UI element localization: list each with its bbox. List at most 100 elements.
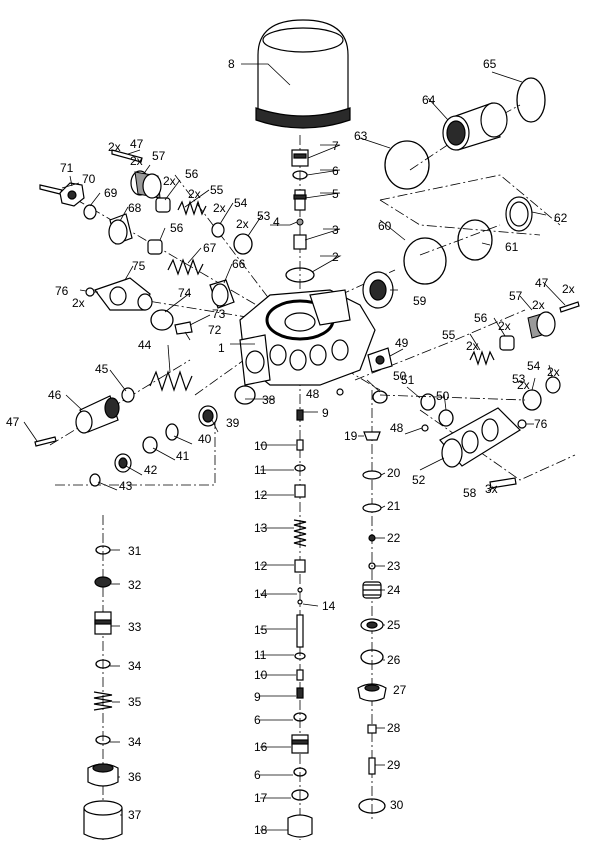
callout-55-left: 55 xyxy=(210,183,224,197)
callout-32: 32 xyxy=(128,578,142,592)
qty-54-right: 2x xyxy=(547,365,560,379)
callout-43: 43 xyxy=(119,479,133,493)
part-15-plunger xyxy=(296,614,304,648)
callout-53-left: 53 xyxy=(257,209,271,223)
part-34-o-ring-top xyxy=(95,659,111,669)
callout-14-left: 14 xyxy=(254,587,268,601)
callout-13: 13 xyxy=(254,521,268,535)
callout-44: 44 xyxy=(138,338,152,352)
part-39-plug xyxy=(198,405,218,427)
callout-65: 65 xyxy=(483,57,497,71)
part-76-pin-right xyxy=(517,419,527,429)
callout-40: 40 xyxy=(198,432,212,446)
part-7-valve-insert xyxy=(291,149,309,167)
part-10-pin-bottom xyxy=(296,669,304,681)
callout-17: 17 xyxy=(254,791,268,805)
callout-10-bottom: 10 xyxy=(254,668,268,682)
callout-33: 33 xyxy=(128,620,142,634)
qty-58: 3x xyxy=(485,482,498,496)
part-14-ball-bottom xyxy=(297,599,303,605)
qty-55-left: 2x xyxy=(188,187,201,201)
part-22-ball xyxy=(368,534,376,542)
callout-38: 38 xyxy=(262,393,276,407)
part-58-screw xyxy=(489,477,517,489)
callout-76-left: 76 xyxy=(55,284,69,298)
part-6-o-ring-low xyxy=(293,767,307,777)
callout-1: 1 xyxy=(218,341,225,355)
callout-57-right: 57 xyxy=(509,289,523,303)
part-57-gear-cap-right xyxy=(527,311,556,339)
callout-7: 7 xyxy=(332,139,339,153)
callout-10-top: 10 xyxy=(254,439,268,453)
callout-28: 28 xyxy=(387,721,401,735)
callout-62: 62 xyxy=(554,211,568,225)
callout-20: 20 xyxy=(387,466,401,480)
part-64-cylinder-sleeve xyxy=(442,102,508,151)
callout-48-center: 48 xyxy=(306,387,320,401)
callout-45: 45 xyxy=(95,362,109,376)
part-24-spring-housing xyxy=(362,581,382,599)
part-12-sleeve-bottom xyxy=(294,559,306,573)
qty-54-left: 2x xyxy=(213,201,226,215)
qty-47-right: 2x xyxy=(562,282,575,296)
callout-26: 26 xyxy=(387,653,401,667)
part-40-retaining-ring xyxy=(165,423,179,441)
part-56-spacer-left-b xyxy=(147,239,163,255)
part-54-washer-left xyxy=(211,222,225,238)
part-57-gear-cap-left xyxy=(130,170,162,199)
part-16-valve-cartridge xyxy=(291,734,309,754)
part-38-o-ring xyxy=(234,385,256,405)
callout-8: 8 xyxy=(228,57,235,71)
part-71-pin xyxy=(39,184,63,195)
callout-60: 60 xyxy=(378,219,392,233)
qty-47-top: 2x xyxy=(108,140,121,154)
part-5-valve-stem xyxy=(293,189,307,211)
callout-57-left: 57 xyxy=(152,149,166,163)
callout-74: 74 xyxy=(178,286,192,300)
part-35-spring xyxy=(93,691,113,711)
part-2-o-ring xyxy=(285,267,315,283)
assembly-lines xyxy=(49,104,576,840)
callout-58: 58 xyxy=(463,486,477,500)
part-65-snap-ring xyxy=(516,77,546,123)
part-55-spring-right xyxy=(469,350,495,366)
part-67-spring xyxy=(167,258,204,276)
part-34-o-ring-bottom xyxy=(95,735,111,745)
part-56-spacer-left xyxy=(155,197,171,213)
callout-63: 63 xyxy=(354,129,368,143)
callout-21: 21 xyxy=(387,499,401,513)
callout-37: 37 xyxy=(128,808,142,822)
part-4-ball xyxy=(296,218,304,226)
part-36-cap-nut xyxy=(87,763,119,787)
callout-50-right: 50 xyxy=(436,389,450,403)
part-8-filter-cartridge xyxy=(255,19,351,129)
callout-23: 23 xyxy=(387,559,401,573)
callout-55-right: 55 xyxy=(442,328,456,342)
qty-56-right: 2x xyxy=(498,319,511,333)
callout-31: 31 xyxy=(128,544,142,558)
callout-25: 25 xyxy=(387,618,401,632)
callout-34-bottom: 34 xyxy=(128,735,142,749)
callout-53-right: 53 xyxy=(512,372,526,386)
callout-47-right: 47 xyxy=(535,276,549,290)
part-26-o-ring xyxy=(360,649,384,665)
part-60-o-ring xyxy=(403,237,447,285)
callout-39: 39 xyxy=(226,416,240,430)
part-20-disc xyxy=(362,470,382,480)
qty-57-left: 2x xyxy=(130,154,143,168)
part-55-spring-left xyxy=(177,200,207,216)
qty-55-right: 2x xyxy=(466,339,479,353)
part-75-adapter xyxy=(94,277,153,311)
part-33-valve-seat xyxy=(94,611,112,635)
part-56-spacer-right xyxy=(499,335,515,351)
part-53-o-ring-right xyxy=(522,389,542,411)
callout-9-top: 9 xyxy=(322,406,329,420)
callout-4: 4 xyxy=(273,215,280,229)
callout-12-top: 12 xyxy=(254,488,268,502)
part-12-sleeve-top xyxy=(294,484,306,498)
callout-19: 19 xyxy=(344,429,358,443)
part-49-fitting xyxy=(367,347,393,373)
callout-59: 59 xyxy=(413,294,427,308)
qty-56-left: 2x xyxy=(163,174,176,188)
